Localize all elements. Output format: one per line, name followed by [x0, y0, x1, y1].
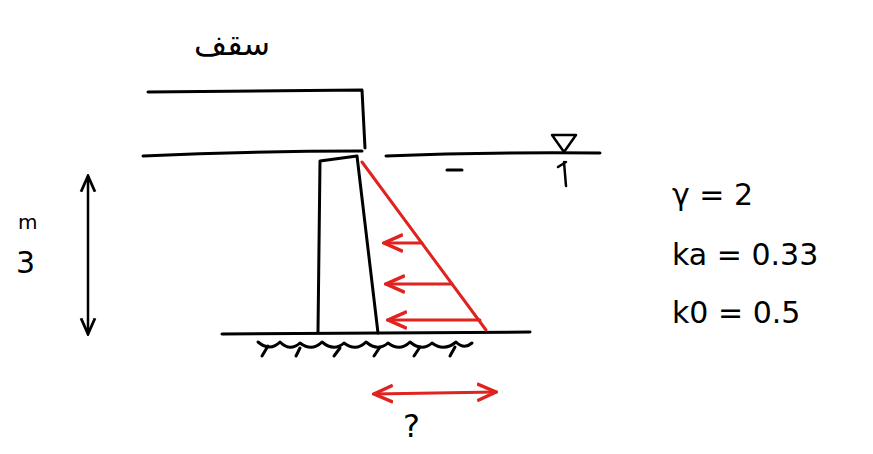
unknown-width: ?: [403, 410, 420, 442]
active-coefficient: ka = 0.33: [672, 240, 818, 270]
rest-coefficient: k0 = 0.5: [672, 298, 800, 328]
unit-label: m: [18, 212, 37, 232]
roof-label: سقف: [194, 28, 270, 60]
unit-weight: γ = 2: [672, 180, 753, 210]
height-dimension: 3: [16, 248, 35, 278]
